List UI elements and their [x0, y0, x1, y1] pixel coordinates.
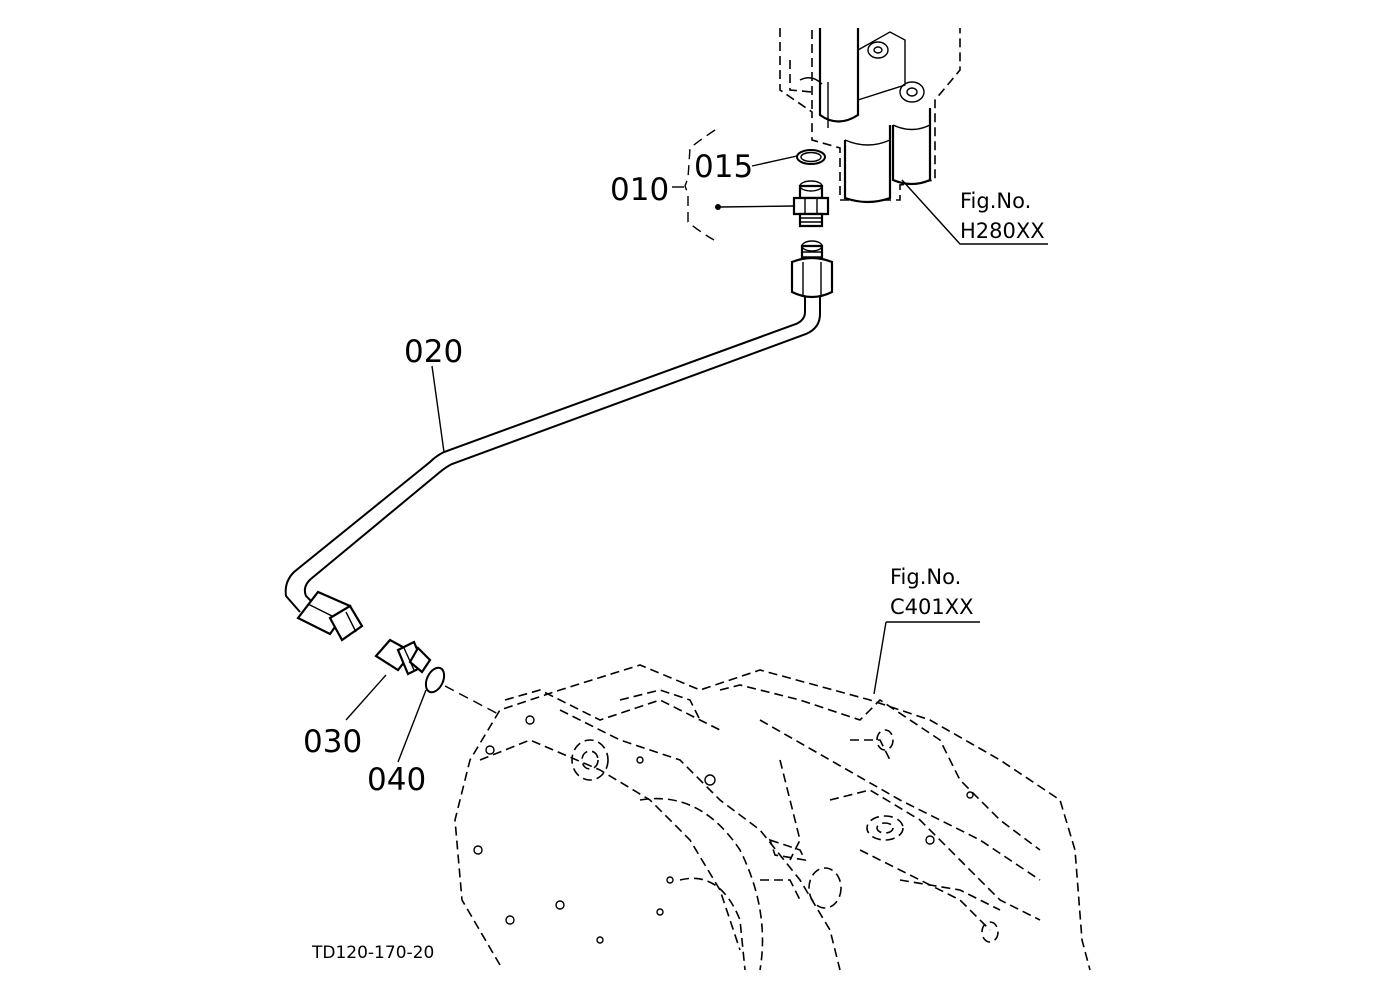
- pipe-nut-lower: [296, 590, 364, 642]
- ref-lower-prefix: Fig.No.: [890, 565, 961, 589]
- o-ring-040: [424, 666, 446, 694]
- transmission-case: [454, 664, 1091, 971]
- ref-upper-code: H280XX: [960, 219, 1045, 243]
- callout-030: 030: [303, 724, 362, 760]
- leader-lines: [345, 129, 1048, 763]
- adaptor-030: [374, 638, 432, 676]
- ref-lower-code: C401XX: [890, 595, 974, 619]
- hydraulic-pipe-020: [284, 296, 821, 613]
- drawing-code: TD120-170-20: [311, 943, 434, 963]
- o-ring-015: [796, 149, 826, 165]
- callout-015: 015: [694, 149, 753, 185]
- callout-040: 040: [367, 762, 426, 798]
- callout-010: 010: [610, 172, 669, 208]
- ref-upper-prefix: Fig.No.: [960, 189, 1031, 213]
- pipe-nut-top: [790, 240, 834, 299]
- adaptor-fitting-010: [792, 180, 830, 228]
- control-valve-housing: [779, 28, 961, 204]
- callout-020: 020: [404, 334, 463, 370]
